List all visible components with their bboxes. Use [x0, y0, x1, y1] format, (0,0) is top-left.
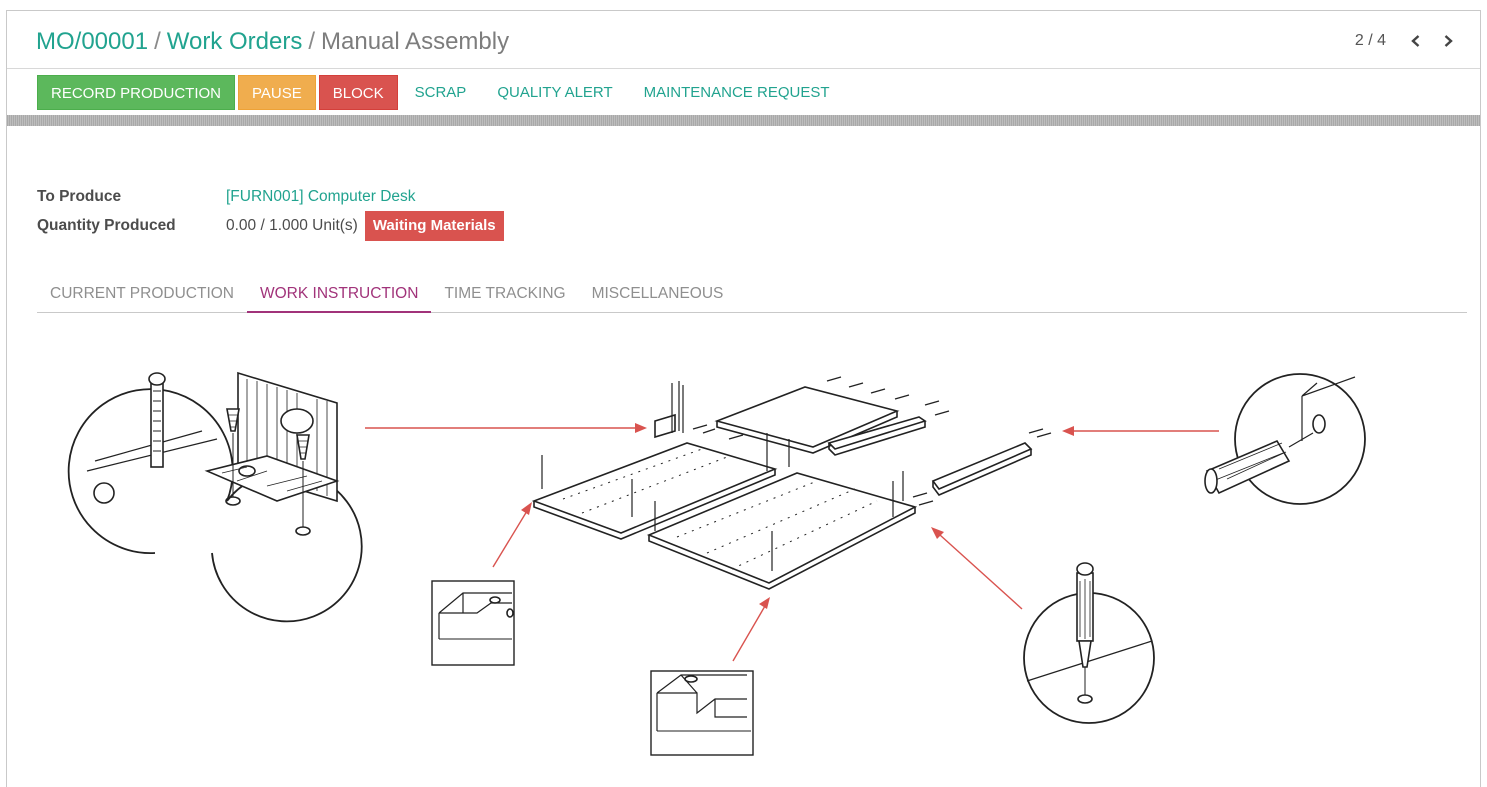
to-produce-label: To Produce	[37, 187, 122, 205]
block-button[interactable]: BLOCK	[318, 74, 398, 110]
breadcrumb-item-mo[interactable]: MO/00001	[36, 28, 149, 55]
tab-work-instruction[interactable]: WORK INSTRUCTION	[247, 279, 432, 313]
record-production-button[interactable]: RECORD PRODUCTION	[37, 74, 236, 110]
pager: 2 / 4	[1355, 29, 1460, 53]
pager-previous-button[interactable]	[1404, 29, 1428, 53]
edge-profile-detail-right	[650, 670, 754, 756]
edge-profile-detail-left	[431, 580, 515, 666]
action-toolbar: RECORD PRODUCTION PAUSE BLOCK SCRAP QUAL…	[37, 74, 844, 110]
assembly-diagram-illustration	[67, 371, 1366, 756]
status-bar	[7, 115, 1480, 126]
maintenance-request-button[interactable]: MAINTENANCE REQUEST	[630, 75, 844, 110]
breadcrumb-separator: /	[154, 28, 161, 55]
scrap-button[interactable]: SCRAP	[401, 75, 481, 110]
breadcrumb-item-work-orders[interactable]: Work Orders	[166, 28, 303, 55]
status-badge: Waiting Materials	[364, 210, 504, 241]
breadcrumb-separator: /	[308, 28, 315, 55]
chevron-right-icon	[1444, 35, 1453, 47]
screwdriver-detail-illustration	[1204, 373, 1366, 505]
form-fields: To Produce [FURN001] Computer Desk Quant…	[37, 182, 504, 241]
bracket-detail-illustration	[67, 371, 363, 623]
to-produce-link[interactable]: [FURN001] Computer Desk	[226, 187, 416, 205]
quality-alert-button[interactable]: QUALITY ALERT	[483, 75, 626, 110]
screwdriver-vertical-detail-illustration	[1023, 562, 1155, 724]
breadcrumb: MO/00001/Work Orders/Manual Assembly	[36, 28, 509, 56]
field-row-to-produce: To Produce [FURN001] Computer Desk	[37, 182, 504, 211]
tab-current-production[interactable]: CURRENT PRODUCTION	[50, 285, 234, 302]
tab-time-tracking[interactable]: TIME TRACKING	[444, 285, 566, 302]
quantity-produced-label: Quantity Produced	[37, 216, 176, 234]
breadcrumb-current: Manual Assembly	[321, 28, 510, 55]
pager-value[interactable]: 2 / 4	[1354, 32, 1386, 49]
tab-miscellaneous[interactable]: MISCELLANEOUS	[591, 285, 724, 302]
control-panel: MO/00001/Work Orders/Manual Assembly 2 /…	[7, 11, 1480, 69]
notebook-tabs: CURRENT PRODUCTION WORK INSTRUCTION TIME…	[37, 279, 1467, 313]
field-row-quantity: Quantity Produced 0.00 / 1.000 Unit(s) W…	[37, 210, 504, 241]
chevron-left-icon	[1411, 35, 1420, 47]
form-view: MO/00001/Work Orders/Manual Assembly 2 /…	[6, 10, 1481, 787]
quantity-produced-value: 0.00 / 1.000 Unit(s)	[226, 216, 358, 234]
work-instruction-drawing	[7, 321, 1482, 787]
pager-next-button[interactable]	[1436, 29, 1460, 53]
pointer-arrows	[365, 423, 1219, 662]
pause-button[interactable]: PAUSE	[238, 74, 316, 110]
desk-parts-illustration	[531, 376, 1052, 590]
